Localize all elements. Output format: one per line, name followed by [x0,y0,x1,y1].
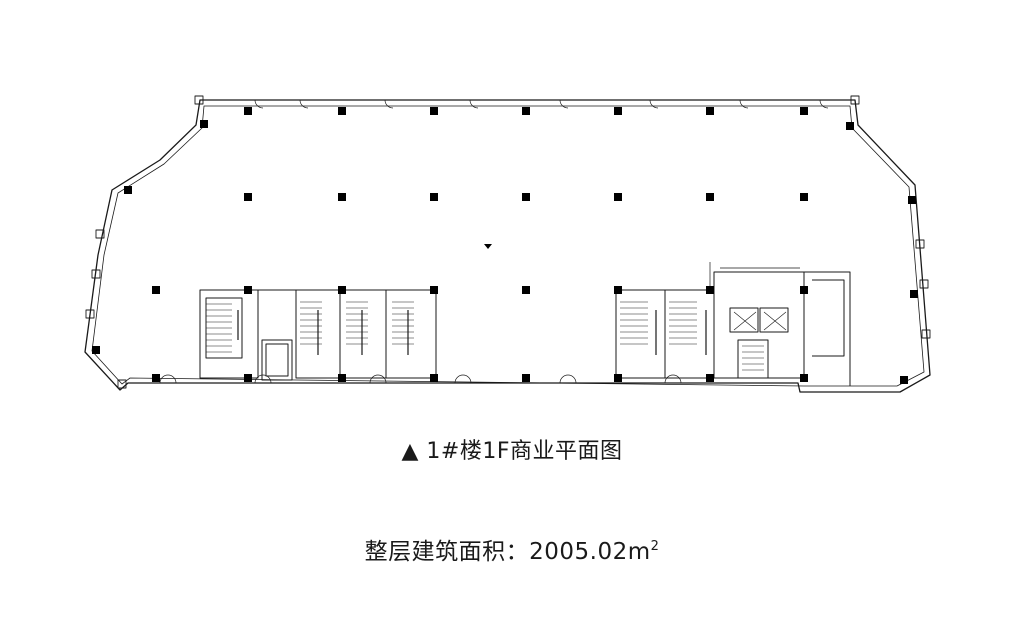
structural-column-icon [522,286,530,294]
structural-column-icon [430,107,438,115]
structural-column-icon [244,193,252,201]
structural-columns [92,107,918,384]
structural-column-icon [430,374,438,382]
structural-column-icon [614,286,622,294]
structural-column-icon [846,122,854,130]
plan-title: ▲ 1#楼1F商业平面图 [401,439,623,464]
structural-column-icon [900,376,908,384]
floor-area-unit-superscript: 2 [650,539,660,554]
building-outline [84,99,931,393]
structural-column-icon [614,193,622,201]
structural-column-icon [430,286,438,294]
structural-column-icon [706,286,714,294]
structural-column-icon [706,107,714,115]
structural-column-icon [614,107,622,115]
structural-column-icon [244,286,252,294]
structural-column-icon [200,120,208,128]
structural-column-icon [430,193,438,201]
structural-column-icon [124,186,132,194]
structural-column-icon [522,374,530,382]
structural-column-icon [244,374,252,382]
structural-column-icon [522,193,530,201]
structural-column-icon [92,346,100,354]
structural-column-icon [706,193,714,201]
structural-column-icon [338,107,346,115]
structural-column-icon [522,107,530,115]
structural-column-icon [338,286,346,294]
storefront-doors [159,99,829,384]
left-core [199,289,437,381]
building-outline-inner [91,105,925,387]
structural-column-icon [338,374,346,382]
structural-column-icon [706,374,714,382]
structural-column-icon [244,107,252,115]
structural-column-icon [800,286,808,294]
floor-area-label: 整层建筑面积：2005.02m2 [0,532,1024,566]
structural-column-icon [800,107,808,115]
facade-piers [85,95,931,389]
right-core [615,262,851,386]
structural-column-icon [152,286,160,294]
structural-column-icon [338,193,346,201]
structural-column-icon [152,374,160,382]
structural-column-icon [614,374,622,382]
structural-column-icon [908,196,916,204]
structural-column-icon [800,193,808,201]
floor-area-value: 整层建筑面积：2005.02m [364,539,651,565]
structural-column-icon [800,374,808,382]
structural-column-icon [910,290,918,298]
triangle-marker-icon [484,244,492,249]
